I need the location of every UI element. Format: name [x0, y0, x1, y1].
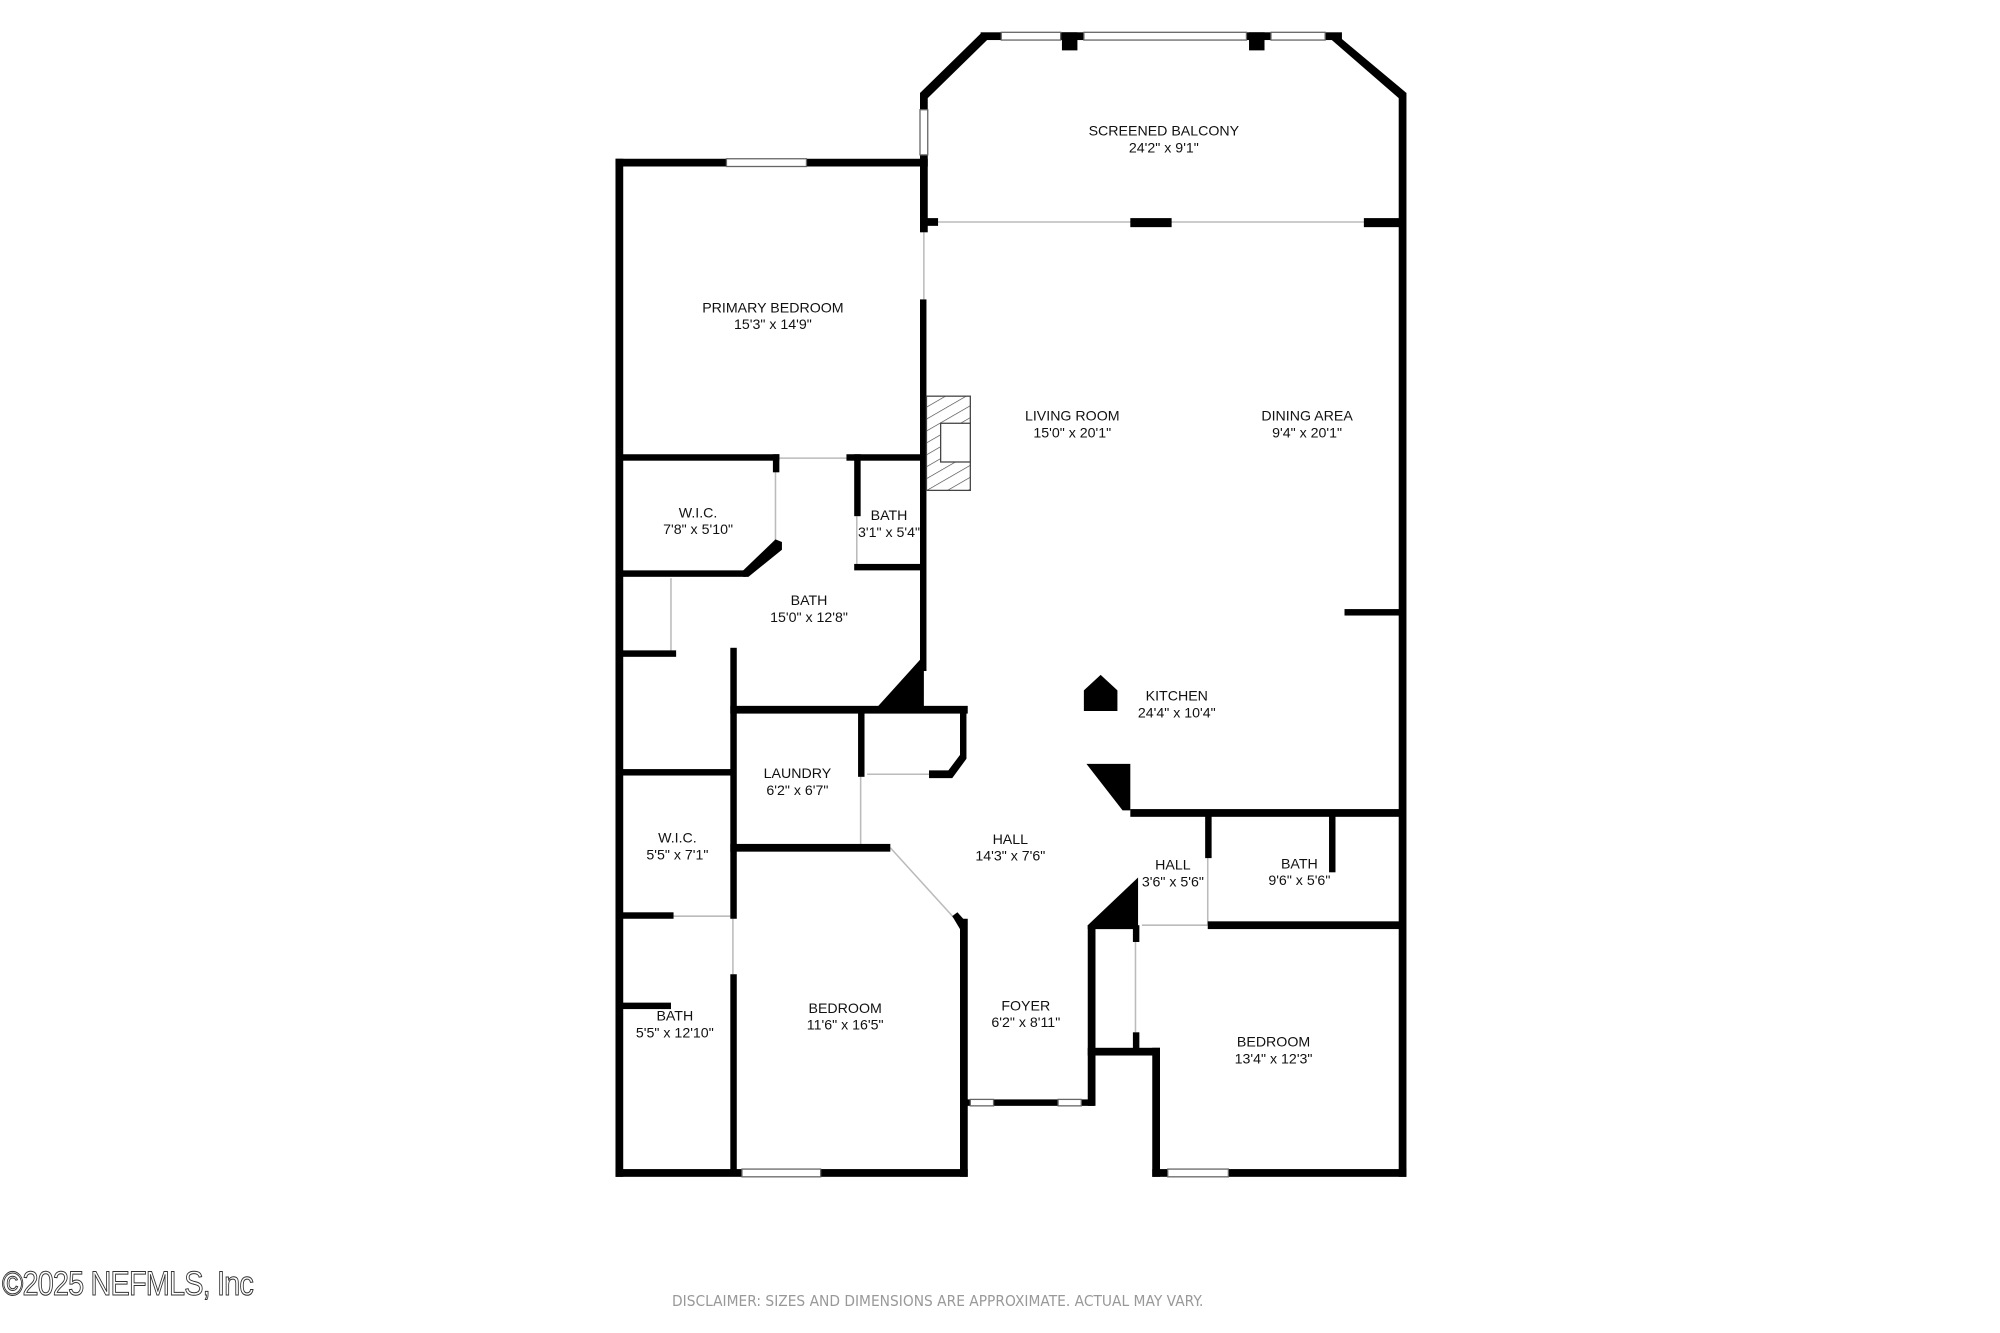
- room-name: BATH: [656, 1009, 693, 1025]
- room-name: HALL: [1155, 858, 1191, 874]
- disclaimer: DISCLAIMER: SIZES AND DIMENSIONS ARE APP…: [672, 1292, 1204, 1310]
- room-name: LIVING ROOM: [1025, 409, 1120, 425]
- svg-text:W.I.C.7'8" x 5'10": W.I.C.7'8" x 5'10": [663, 505, 733, 538]
- room-name: W.I.C.: [679, 505, 718, 521]
- room-size: 9'4" x 20'1": [1272, 425, 1342, 441]
- room-size: 7'8" x 5'10": [663, 522, 733, 538]
- windows: [725, 31, 1326, 1178]
- room-name: FOYER: [1001, 998, 1050, 1014]
- room-size: 6'2" x 8'11": [991, 1015, 1060, 1031]
- room-name: SCREENED BALCONY: [1089, 124, 1240, 140]
- room-name: LAUNDRY: [764, 766, 832, 782]
- room-size: 24'2" x 9'1": [1129, 140, 1199, 156]
- room-size: 5'5" x 7'1": [646, 847, 708, 863]
- room-size: 3'6" x 5'6": [1142, 874, 1204, 890]
- room-size: 11'6" x 16'5": [807, 1018, 884, 1034]
- room-size: 3'1" x 5'4": [858, 525, 920, 541]
- room-name: DINING AREA: [1261, 409, 1353, 425]
- room-name: BATH: [1281, 856, 1318, 872]
- room-name: KITCHEN: [1146, 689, 1208, 705]
- walls: [615, 32, 1407, 1177]
- room-size: 24'4" x 10'4": [1138, 705, 1216, 721]
- room-name: BEDROOM: [1237, 1034, 1310, 1050]
- room-size: 14'3" x 7'6": [975, 849, 1045, 865]
- room-size: 5'5" x 12'10": [636, 1025, 714, 1041]
- watermark: ©2025 NEFMLS, Inc: [2, 1265, 255, 1304]
- room-size: 15'0" x 20'1": [1033, 425, 1111, 441]
- room-name: HALL: [993, 832, 1029, 848]
- room-name: PRIMARY BEDROOM: [702, 300, 843, 316]
- room-name: BATH: [871, 508, 908, 524]
- room-size: 15'0" x 12'8": [770, 610, 848, 626]
- room-size: 15'3" x 14'9": [734, 317, 812, 333]
- room-name: BATH: [791, 593, 828, 609]
- svg-text:W.I.C.5'5" x 7'1": W.I.C.5'5" x 7'1": [646, 831, 708, 864]
- room-name: BEDROOM: [809, 1001, 882, 1017]
- room-size: 6'2" x 6'7": [766, 783, 828, 799]
- room-name: W.I.C.: [658, 831, 697, 847]
- room-size: 13'4" x 12'3": [1235, 1051, 1313, 1067]
- room-size: 9'6" x 5'6": [1268, 873, 1330, 889]
